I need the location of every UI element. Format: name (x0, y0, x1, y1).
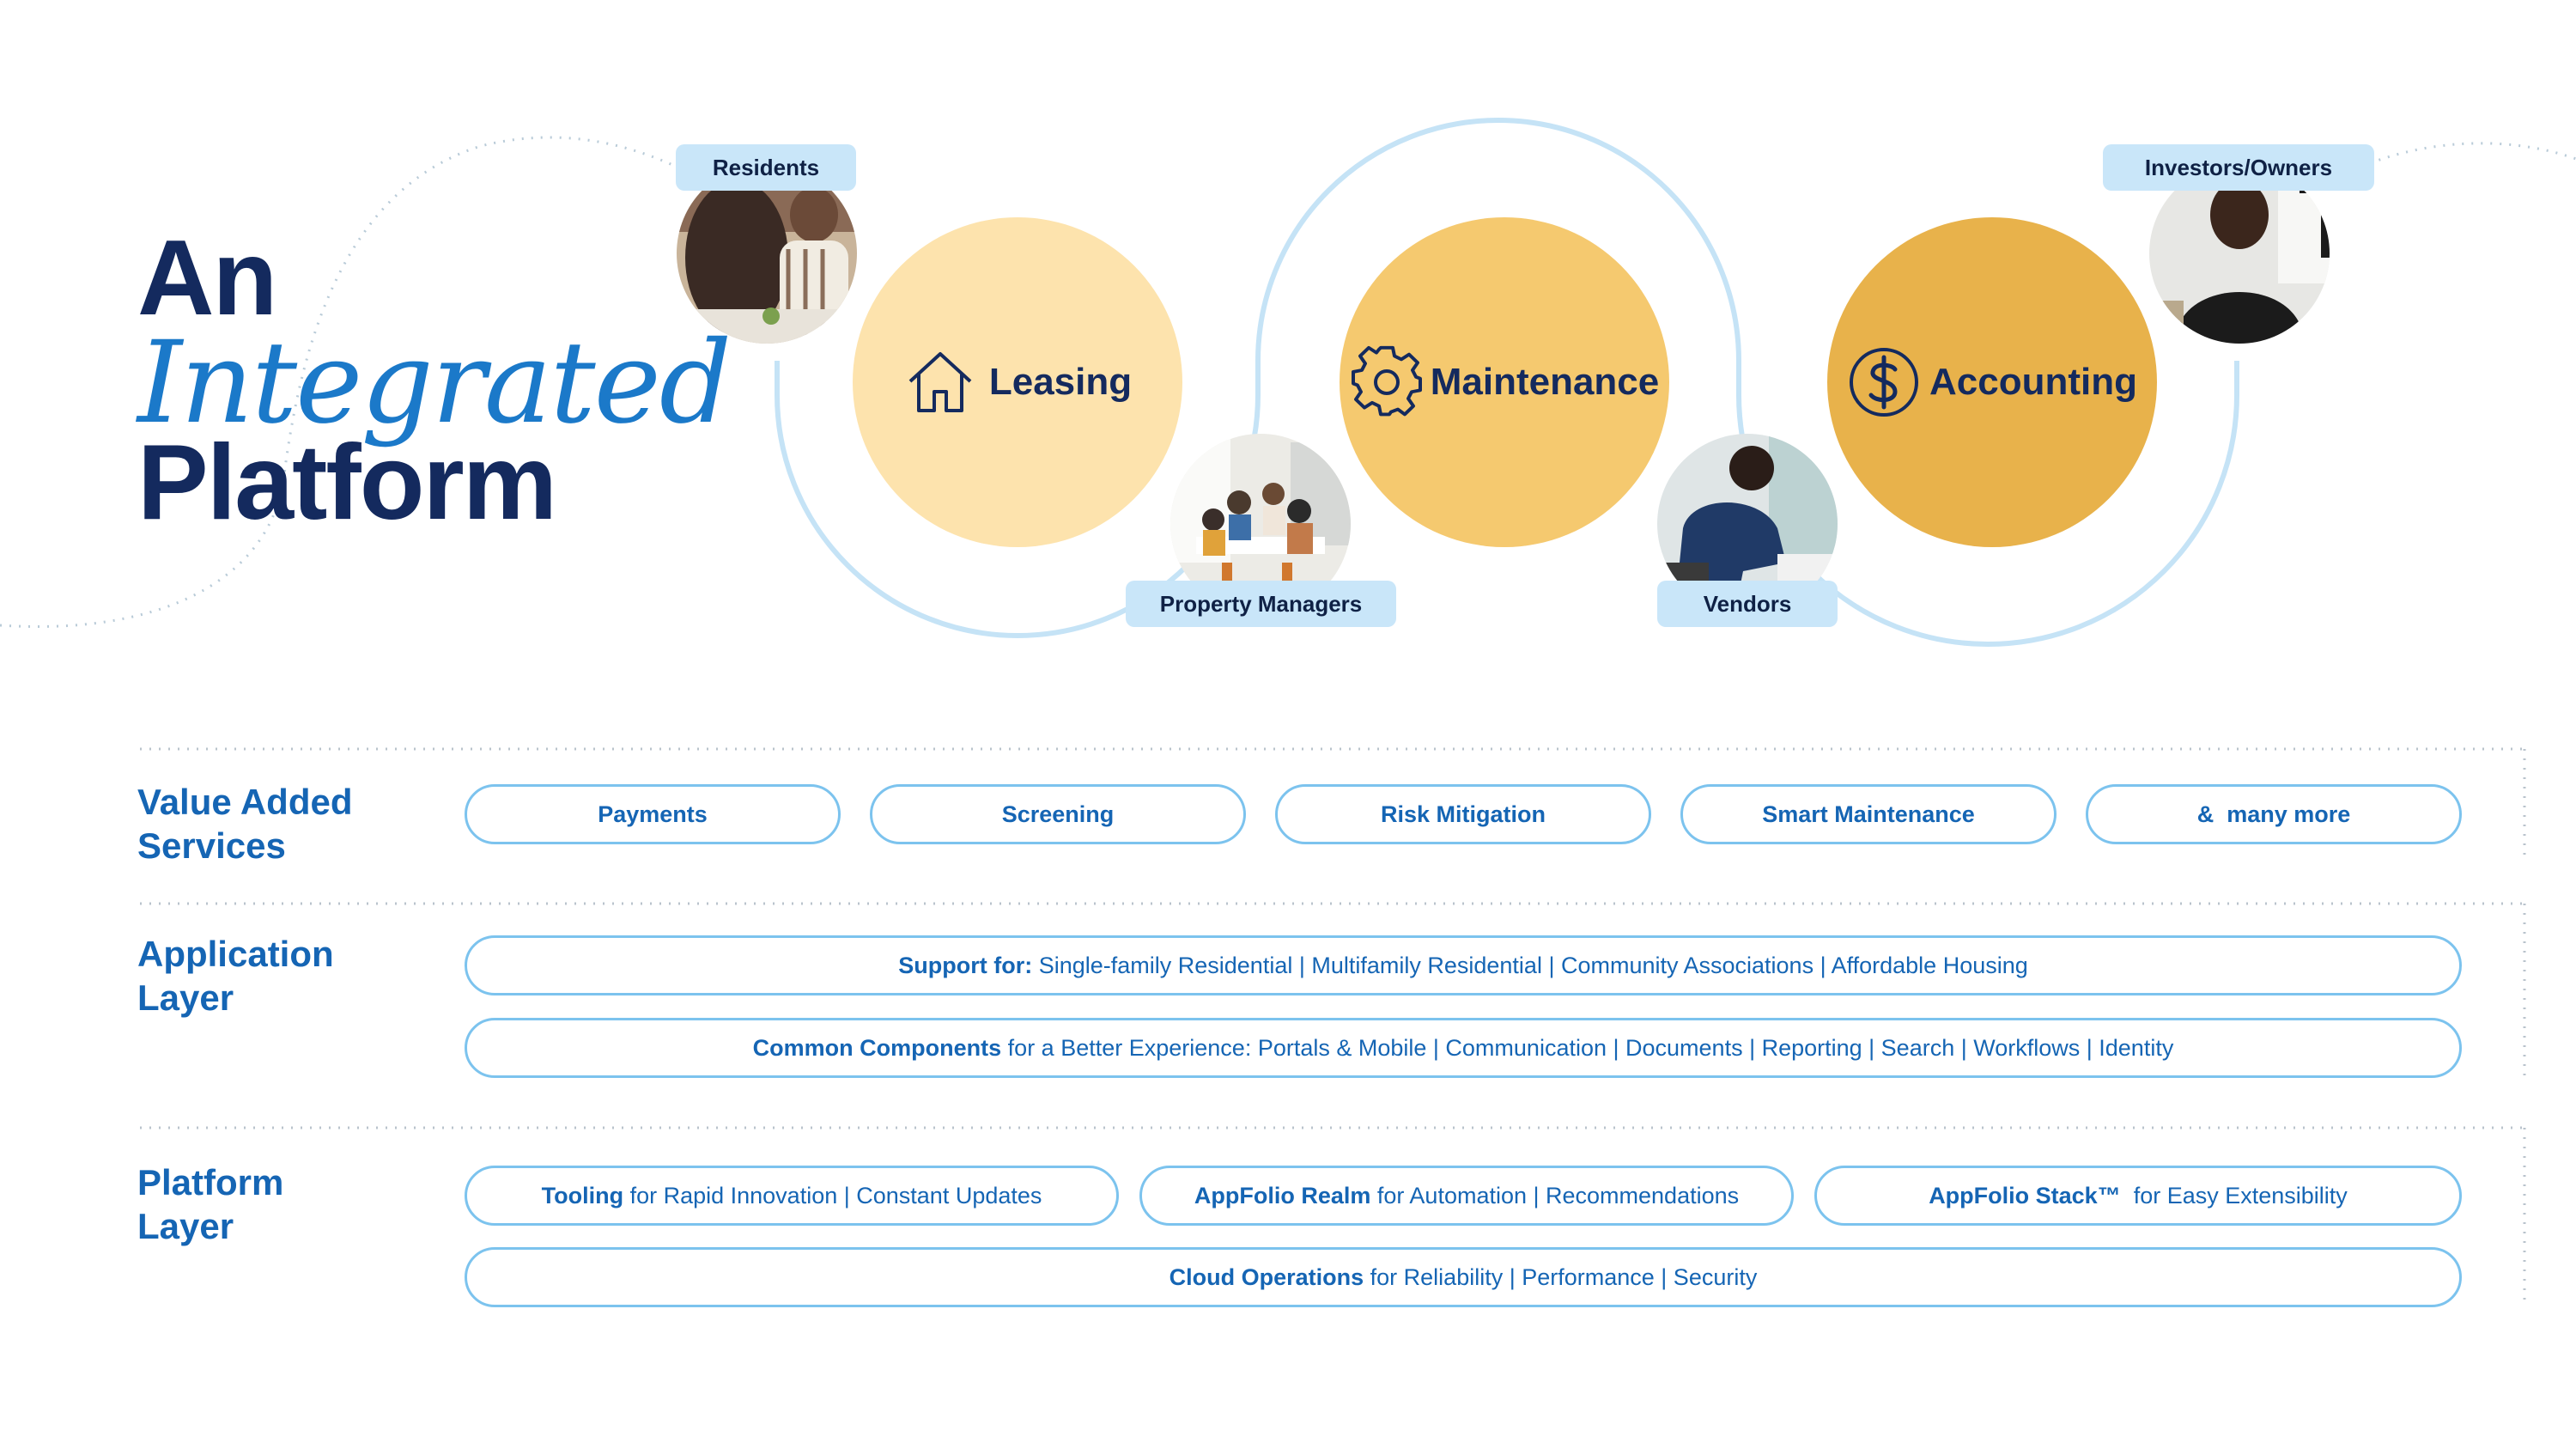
pill-stack-bold: AppFolio Stack™ (1929, 1182, 2121, 1209)
section-title-platform-layer: Platform Layer (137, 1160, 283, 1248)
dotted-arc-right (2369, 142, 2576, 165)
pill-tooling-bold: Tooling (541, 1182, 624, 1209)
section-title-application-layer: Application Layer (137, 932, 334, 1020)
pill-cloud-text: for Reliability | Performance | Security (1364, 1263, 1758, 1290)
pill-stack-text: for Easy Extensibility (2120, 1182, 2348, 1209)
pill-many-more: & many more (2086, 784, 2462, 844)
pill-tooling-text: for Rapid Innovation | Constant Updates (623, 1182, 1042, 1209)
pill-cloud-operations: Cloud Operations for Reliability | Perfo… (465, 1247, 2462, 1307)
pill-many-more-label: & many more (2196, 801, 2351, 827)
hub-label-leasing: Leasing (988, 361, 1133, 403)
role-tag-residents: Residents (676, 144, 856, 191)
section-title-line: Layer (137, 1206, 234, 1246)
section-title-line: Platform (137, 1162, 284, 1202)
section-title-value-added: Value Added Services (137, 780, 353, 868)
house-icon (908, 352, 972, 412)
title-line-an: An (137, 219, 277, 338)
hub-label-maintenance: Maintenance (1430, 361, 1660, 403)
pill-appfolio-realm: AppFolio Realm for Automation | Recommen… (1139, 1166, 1794, 1226)
pill-appfolio-stack: AppFolio Stack™ for Easy Extensibility (1814, 1166, 2462, 1226)
pill-screening: Screening (870, 784, 1246, 844)
section-title-line: Application (137, 934, 334, 974)
hub-connector-path (775, 118, 2239, 647)
pill-tooling: Tooling for Rapid Innovation | Constant … (465, 1166, 1119, 1226)
pill-common-text: for a Better Experience: Portals & Mobil… (1001, 1034, 2174, 1061)
pill-support-bold: Support for: (898, 952, 1033, 978)
title-line-platform: Platform (137, 423, 557, 542)
pill-support-for: Support for: Single-family Residential |… (465, 935, 2462, 995)
section-title-line: Layer (137, 977, 234, 1018)
pill-realm-bold: AppFolio Realm (1194, 1182, 1371, 1209)
section-title-line: Services (137, 825, 286, 866)
pill-realm-text: for Automation | Recommendations (1370, 1182, 1740, 1209)
pill-support-text: Single-family Residential | Multifamily … (1032, 952, 2028, 978)
pill-risk-mitigation: Risk Mitigation (1275, 784, 1651, 844)
pill-common-components: Common Components for a Better Experienc… (465, 1018, 2462, 1078)
hub-leasing: Leasing (853, 217, 1182, 547)
title-line-integrated: Integrated (137, 317, 732, 449)
hub-label-accounting: Accounting (1929, 361, 2137, 403)
section-title-line: Value Added (137, 782, 353, 822)
role-tag-investors-owners: Investors/Owners (2103, 144, 2374, 191)
pill-common-bold: Common Components (752, 1034, 1002, 1061)
pill-cloud-bold: Cloud Operations (1169, 1263, 1364, 1290)
dollar-icon (1850, 348, 1918, 417)
hub-accounting: Accounting (1827, 217, 2157, 547)
hub-maintenance: Maintenance (1340, 217, 1669, 547)
pill-payments: Payments (465, 784, 841, 844)
role-tag-property-managers: Property Managers (1126, 581, 1396, 627)
role-tag-vendors: Vendors (1657, 581, 1838, 627)
pill-smart-maintenance: Smart Maintenance (1680, 784, 2057, 844)
gear-icon (1351, 345, 1422, 417)
